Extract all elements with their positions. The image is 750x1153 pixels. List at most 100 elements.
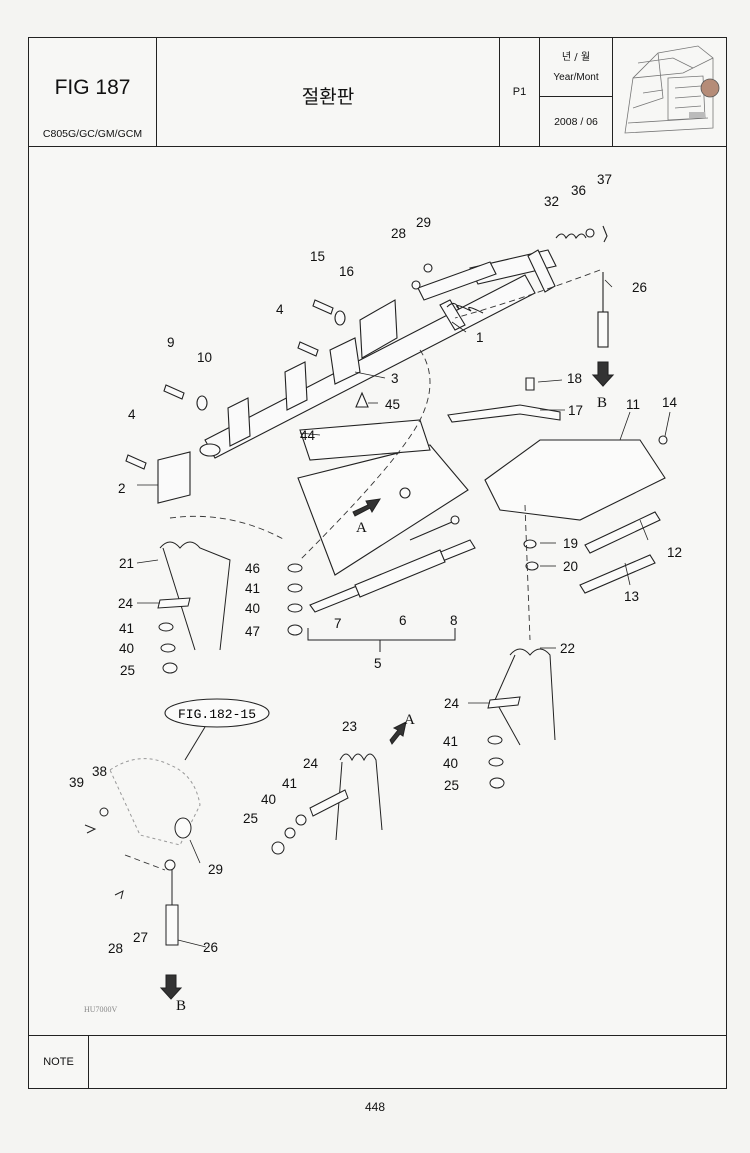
washer-40-left (160, 643, 176, 653)
washer-41-mid (287, 583, 303, 593)
ref-fig-182-sketch (109, 758, 201, 846)
callout-8: 8 (450, 613, 458, 628)
rod-8 (409, 521, 453, 541)
bolt-9 (163, 384, 185, 400)
callout-29-top: 29 (416, 215, 431, 230)
plate-upper (417, 261, 497, 301)
spring-group-left (157, 541, 231, 651)
callout-28-lower: 28 (108, 941, 123, 956)
callout-24-center: 24 (303, 756, 319, 771)
rod-8-knob (450, 515, 460, 525)
nut-47 (287, 624, 303, 636)
plate-3 (227, 397, 251, 447)
callout-1: 1 (476, 330, 484, 345)
fig-cell: FIG 187 C805G/GC/GM/GCM (29, 38, 157, 146)
callout-47: 47 (245, 624, 260, 639)
callout-44: 44 (300, 428, 316, 443)
spring-23 (339, 753, 383, 831)
ref-label: FIG.182-15 (178, 707, 256, 722)
arrow-b-lower-label: B (176, 998, 186, 1014)
dash-shaft-to-plate (299, 349, 431, 561)
machine-thumbnail (613, 38, 726, 146)
callout-24-left: 24 (118, 596, 134, 611)
pin-14 (658, 435, 668, 445)
callout-41-right: 41 (443, 734, 458, 749)
arrow-a-upper-label: A (356, 520, 367, 536)
spring-1 (446, 302, 484, 314)
washer-27-eye (164, 859, 176, 871)
cable-top (591, 272, 615, 387)
callout-27: 27 (133, 930, 148, 945)
date-cell: 년 / 월 Year/Mont 2008 / 06 (540, 38, 613, 146)
callout-25-left: 25 (120, 663, 135, 678)
callout-25-right: 25 (444, 778, 459, 793)
callout-11: 11 (626, 397, 640, 412)
group-bracket-5 (307, 628, 456, 652)
callout-41-center: 41 (282, 776, 297, 791)
page-number: 448 (364, 1100, 386, 1114)
hardware-column-left (158, 563, 303, 674)
ref-leader (184, 726, 206, 761)
nut-25-center (271, 841, 285, 855)
highlight-marker (700, 78, 720, 98)
callout-22: 22 (560, 641, 575, 656)
callout-41-mid: 41 (245, 581, 260, 596)
callout-4-upper: 4 (276, 302, 284, 317)
strap-44 (299, 419, 431, 461)
callout-20: 20 (563, 559, 578, 574)
arm-1 (439, 299, 466, 331)
header-block: FIG 187 C805G/GC/GM/GCM 절환판 P1 년 / 월 Yea… (29, 38, 726, 147)
callout-13: 13 (624, 589, 639, 604)
plate-24-left (157, 597, 191, 609)
callout-46: 46 (245, 561, 260, 576)
spring-group-center (271, 721, 407, 855)
callout-19: 19 (563, 536, 578, 551)
nut-25-left (162, 662, 178, 674)
collar-3 (329, 337, 361, 385)
bolt-15 (312, 299, 334, 315)
callout-24-right: 24 (444, 696, 460, 711)
callout-18: 18 (567, 371, 582, 386)
shaft-end (199, 443, 221, 457)
date-label-ko: 년 / 월 (561, 52, 591, 63)
callout-5: 5 (374, 656, 382, 671)
callout-45: 45 (385, 397, 400, 412)
spring-32 (555, 233, 587, 240)
callout-10: 10 (197, 350, 212, 365)
date-value: 2008 / 06 (554, 116, 598, 128)
plate-24-right (487, 696, 521, 709)
washer-40-mid (287, 603, 303, 613)
strip-13 (579, 554, 656, 594)
callout-40-left: 40 (119, 641, 134, 656)
guide-plate-11 (484, 439, 666, 521)
cable-26-sleeve (597, 311, 609, 348)
switch-plate-assembly (297, 391, 476, 613)
plate-24-center (309, 789, 349, 817)
callout-16: 16 (339, 264, 354, 279)
callout-32: 32 (544, 194, 559, 209)
cable-sleeve-lower (165, 904, 179, 946)
pin-28-top (411, 280, 421, 290)
bolt-4-lower (125, 454, 147, 470)
callout-40-center: 40 (261, 792, 276, 807)
model-label: C805G/GC/GM/GCM (42, 128, 143, 140)
washer-40-right (488, 757, 504, 767)
fig-label: FIG 187 (54, 76, 131, 99)
spring-group-right (487, 648, 556, 789)
callout-41-left: 41 (119, 621, 134, 636)
arrow-a-upper (352, 498, 381, 517)
strip-6 (354, 549, 446, 598)
callout-7: 7 (334, 616, 342, 631)
washer-38 (99, 807, 109, 817)
callout-15: 15 (310, 249, 325, 264)
callout-38: 38 (92, 764, 107, 779)
bolt-45 (355, 391, 369, 408)
callout-12: 12 (667, 545, 682, 560)
callout-40-mid: 40 (245, 601, 260, 616)
plate-5-body (297, 444, 469, 576)
callout-28-top: 28 (391, 226, 406, 241)
page-cell: P1 (500, 38, 540, 146)
ref-oval (164, 698, 270, 728)
shaft-assembly (125, 225, 608, 504)
